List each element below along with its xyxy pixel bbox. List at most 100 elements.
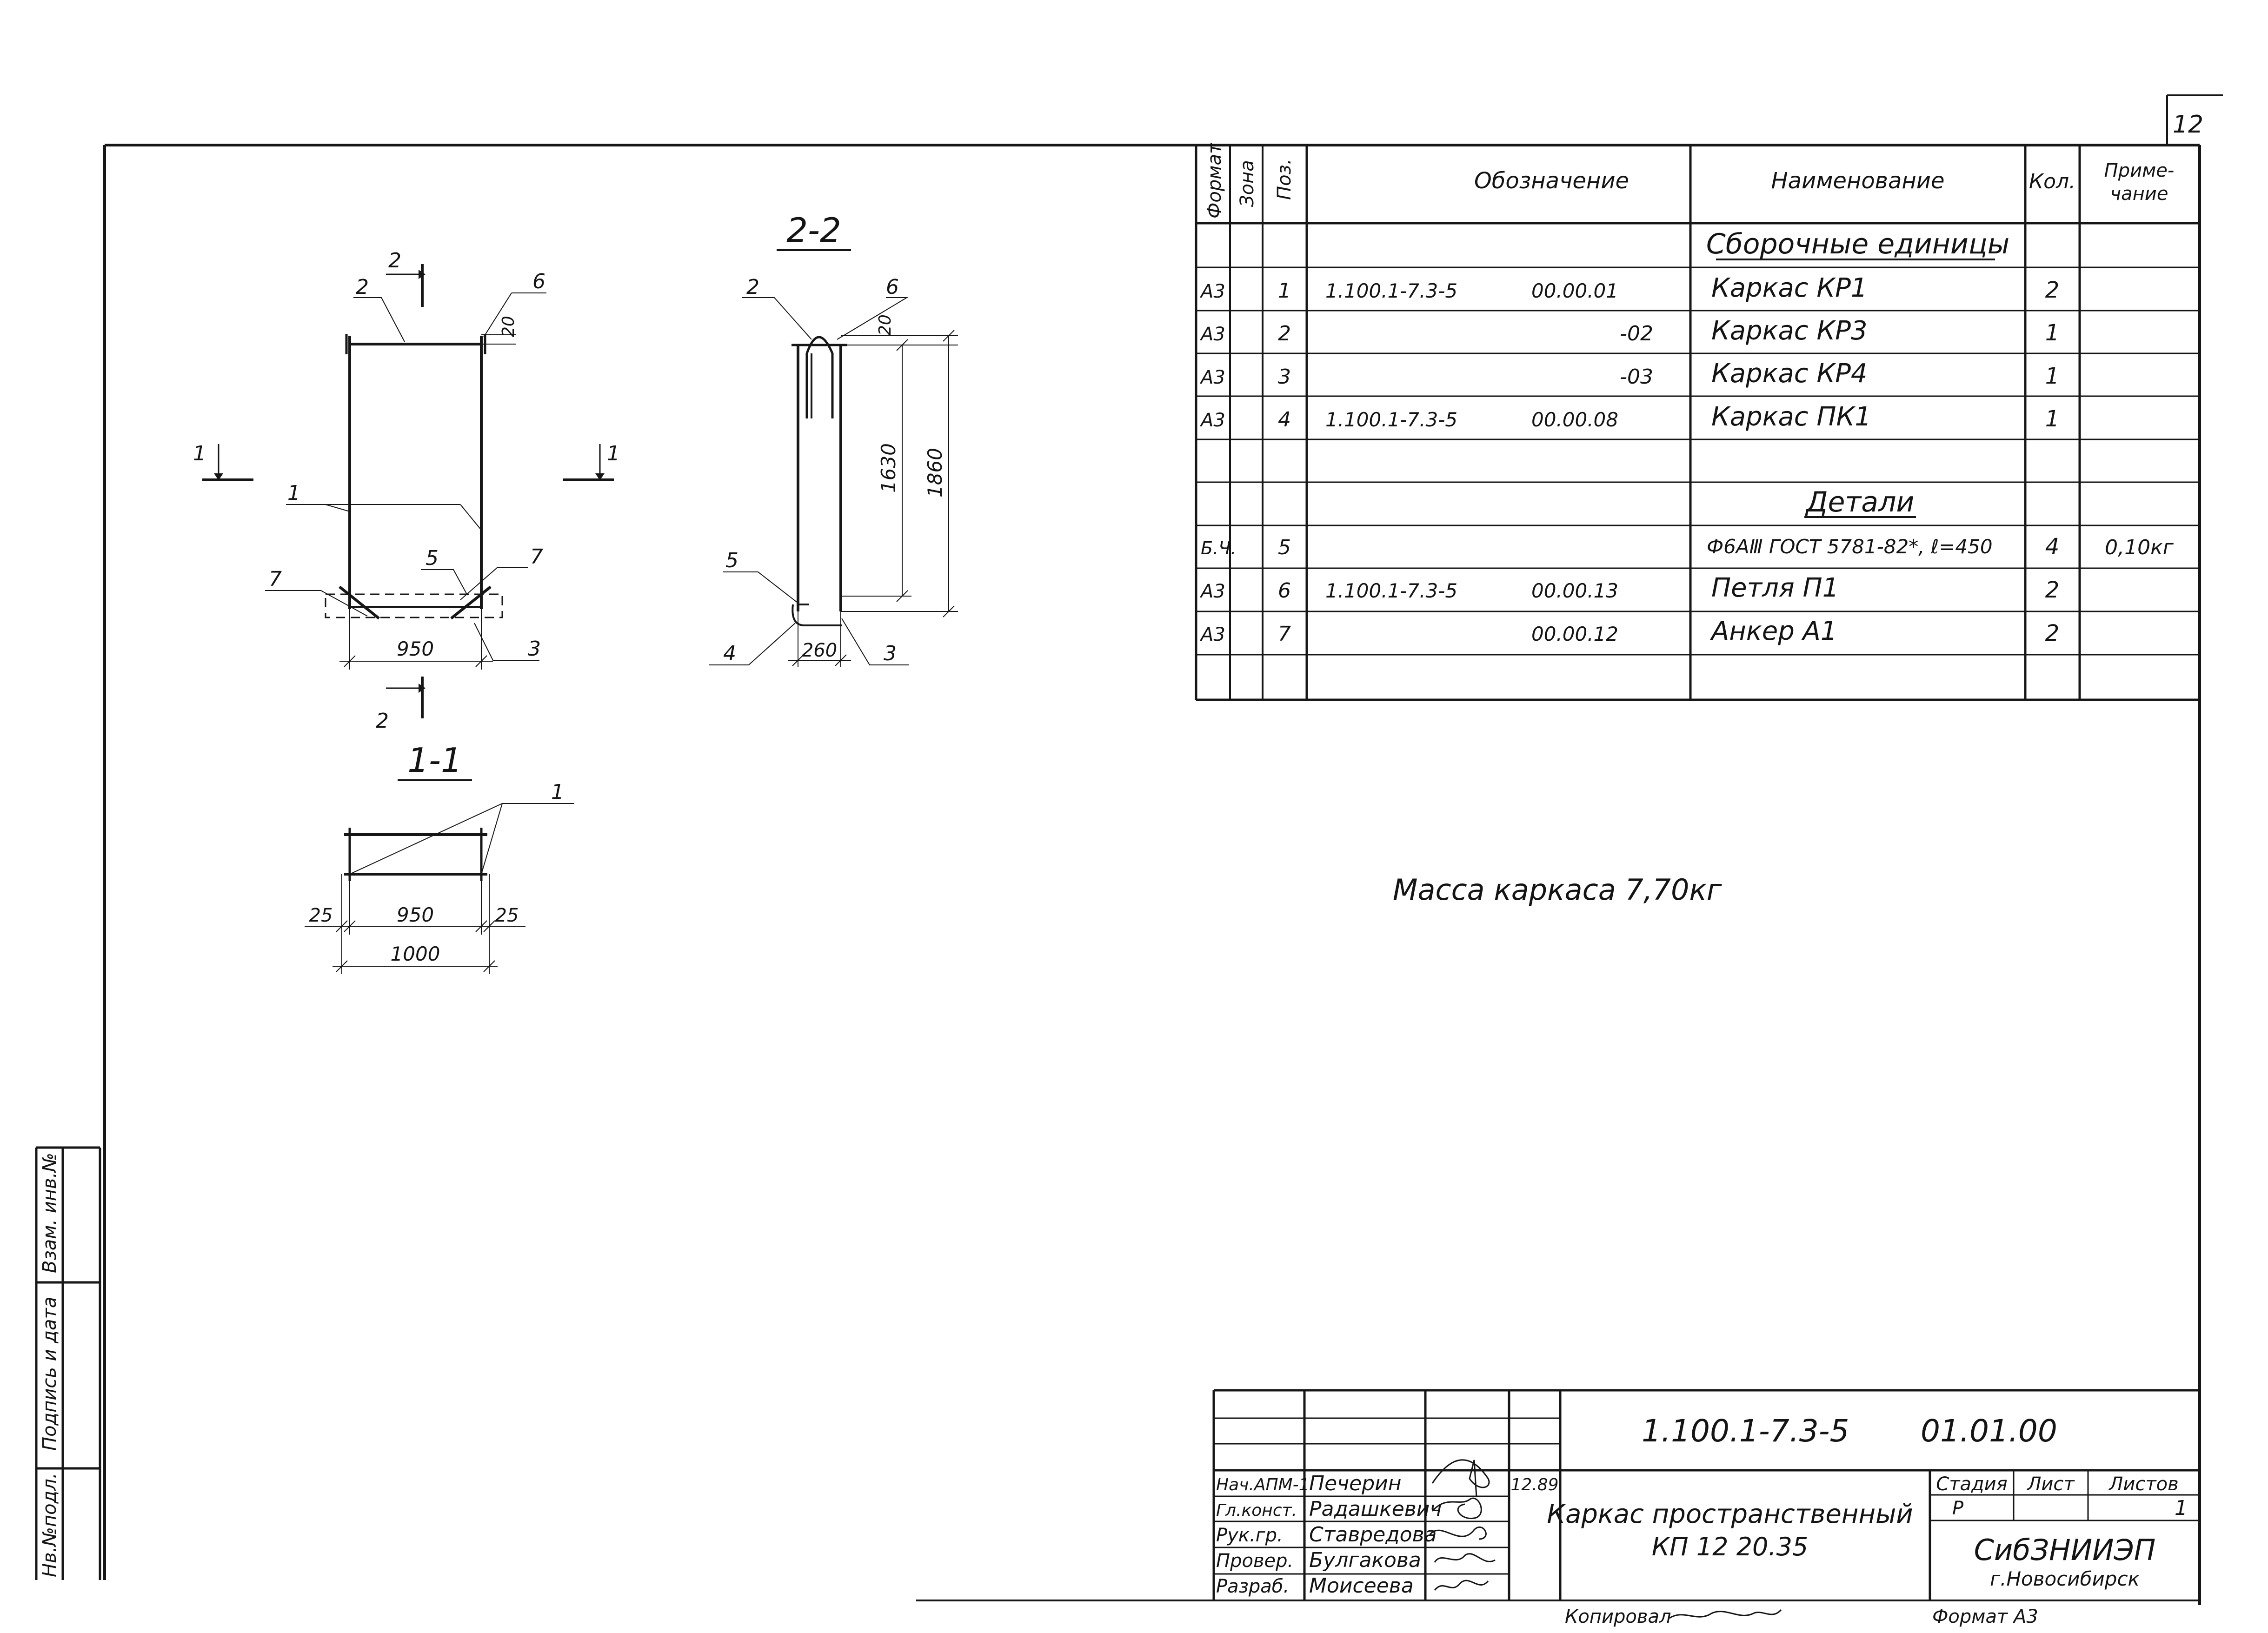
side-callout-2: 2 <box>746 275 759 299</box>
cut-1-right: 1 <box>607 442 620 465</box>
row-format: А3 <box>1199 410 1225 431</box>
sheet-label: Лист <box>2026 1474 2075 1495</box>
header-pos: Поз. <box>1274 159 1295 200</box>
table-row: А3 2 -02 Каркас КР3 1 <box>1199 316 2059 346</box>
row-name: Петля П1 <box>1711 573 1839 603</box>
role-4-name: Булгакова <box>1309 1548 1421 1572</box>
signature <box>1429 1526 1487 1540</box>
row-designation-a: 1.100.1-7.3-5 <box>1325 408 1457 431</box>
front-callout-7a: 7 <box>269 567 282 591</box>
row-format: А3 <box>1199 624 1225 645</box>
row-format: Б.Ч. <box>1201 538 1236 558</box>
section-1-1-title: 1-1 <box>407 741 462 780</box>
signature <box>1434 1580 1489 1591</box>
row-format: А3 <box>1199 324 1225 345</box>
table-row: А3 6 1.100.1-7.3-5 00.00.13 Петля П1 2 <box>1199 573 2059 603</box>
signature <box>1431 1497 1482 1520</box>
row-name: Каркас КР4 <box>1711 358 1868 389</box>
mass-note: Масса каркаса 7,70кг <box>1393 873 1722 907</box>
side-dim-top: 20 <box>876 314 895 336</box>
row-name: Анкер А1 <box>1710 616 1837 646</box>
plan-dim-mid: 950 <box>397 903 434 926</box>
side-callout-4: 4 <box>723 642 736 665</box>
title-doc-number: 01.01.00 <box>1921 1413 2057 1449</box>
row-name: Каркас ПК1 <box>1711 402 1871 432</box>
row-designation-b: 00.00.08 <box>1531 408 1618 431</box>
section-1-1: 1-1 1 25 950 25 1000 <box>305 741 574 974</box>
plan-dim-total: 1000 <box>391 943 440 965</box>
section-2-2: 2-2 20 1630 1860 260 2 6 <box>709 211 958 667</box>
row-qty: 2 <box>2045 620 2060 646</box>
front-callout-1a: 1 <box>287 481 300 505</box>
side-dim-inner: 1630 <box>877 443 900 493</box>
side-stamp: Взам. инв.№ Подпись и дата Нв.№подл. <box>35 1146 101 1580</box>
header-zone: Зона <box>1237 160 1258 207</box>
org-name: СибЗНИИЭП <box>1974 1533 2156 1567</box>
org-city: г.Новосибирск <box>1990 1567 2140 1590</box>
title-code: 1.100.1-7.3-5 <box>1642 1413 1849 1449</box>
row-name: Каркас КР1 <box>1711 273 1868 303</box>
row-qty: 1 <box>2045 363 2060 389</box>
spec-table: Формат Зона Поз. Обозначение Наименовани… <box>1195 142 2200 701</box>
row-format: А3 <box>1199 281 1225 302</box>
cut-2-top: 2 <box>388 249 401 272</box>
header-qty: Кол. <box>2029 170 2075 193</box>
signature <box>1434 1553 1496 1563</box>
header-format: Формат <box>1204 142 1225 219</box>
role-1: Нач.АПМ-1 <box>1216 1475 1310 1494</box>
row-designation-b: 00.00.12 <box>1531 623 1618 645</box>
table-row: А3 7 00.00.12 Анкер А1 2 <box>1199 616 2059 646</box>
role-5: Разраб. <box>1216 1576 1289 1597</box>
table-row: А3 1 1.100.1-7.3-5 00.00.01 Каркас КР1 2 <box>1199 273 2059 303</box>
sheets-value: 1 <box>2175 1496 2188 1520</box>
front-callout-2: 2 <box>356 275 369 299</box>
sheets-label: Листов <box>2108 1474 2178 1495</box>
row-pos: 6 <box>1278 579 1291 603</box>
role-5-name: Моисеева <box>1309 1574 1414 1598</box>
row-designation-b: -03 <box>1620 365 1653 389</box>
side-dim-outer: 1860 <box>924 448 946 498</box>
header-note-2: чание <box>2110 183 2168 205</box>
row-format: А3 <box>1199 581 1225 602</box>
row-pos: 5 <box>1278 536 1291 559</box>
table-row: Б.Ч. 5 Ф6АⅢ ГОСТ 5781-82*, ℓ=450 4 0,10к… <box>1201 534 2174 560</box>
section-details: Детали <box>1805 486 1915 518</box>
row-format: А3 <box>1199 367 1225 388</box>
front-dim-bottom: 950 <box>397 637 434 660</box>
row-designation-a: 1.100.1-7.3-5 <box>1325 279 1457 302</box>
row-pos: 4 <box>1278 408 1291 431</box>
row-designation-b: -02 <box>1620 322 1653 345</box>
stamp-inv-orig: Нв.№подл. <box>39 1473 60 1577</box>
front-callout-5: 5 <box>426 546 439 570</box>
header-note-1: Приме- <box>2104 160 2175 181</box>
role-4: Провер. <box>1216 1550 1293 1572</box>
sheet-number: 12 <box>2173 111 2203 139</box>
role-3: Рук.гр. <box>1216 1525 1283 1546</box>
row-name: Каркас КР3 <box>1711 316 1868 346</box>
signature <box>1431 1459 1490 1498</box>
title-date: 12.89 <box>1510 1475 1558 1494</box>
section-2-2-title: 2-2 <box>786 211 841 250</box>
cut-2-bottom: 2 <box>376 709 389 733</box>
copied-by: Копировал <box>1565 1606 1671 1627</box>
row-qty: 2 <box>2045 577 2060 603</box>
stage-value: Р <box>1952 1498 1964 1519</box>
table-row: А3 3 -03 Каркас КР4 1 <box>1199 358 2059 389</box>
stage-label: Стадия <box>1936 1474 2007 1495</box>
row-designation-b: 00.00.13 <box>1531 579 1618 602</box>
row-pos: 3 <box>1278 365 1291 389</box>
row-note: 0,10кг <box>2105 536 2174 559</box>
format-label: Формат А3 <box>1932 1606 2038 1627</box>
role-2-name: Радашкевич <box>1309 1497 1442 1521</box>
header-name: Наименование <box>1771 168 1944 194</box>
side-callout-3: 3 <box>884 642 897 665</box>
row-pos: 2 <box>1278 322 1291 345</box>
row-pos: 1 <box>1278 279 1291 303</box>
row-qty: 1 <box>2045 406 2060 432</box>
table-row: А3 4 1.100.1-7.3-5 00.00.08 Каркас ПК1 1 <box>1199 402 2059 432</box>
stamp-sign-date: Подпись и дата <box>39 1297 60 1451</box>
role-3-name: Ставредова <box>1309 1523 1437 1547</box>
side-callout-6: 6 <box>886 275 899 299</box>
sheet-frame: 12 <box>103 94 2223 1605</box>
